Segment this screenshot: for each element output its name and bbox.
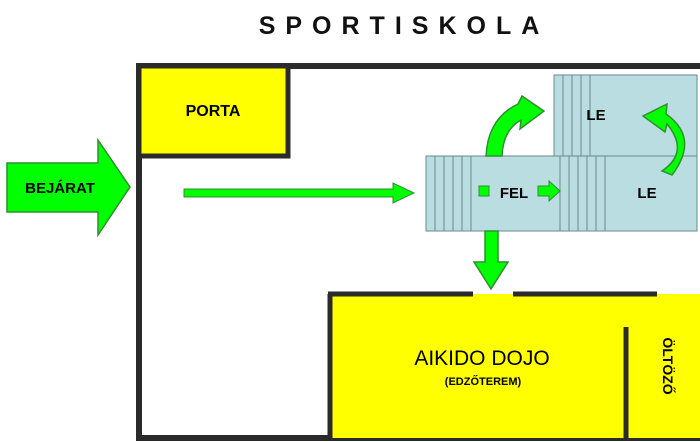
porta-room — [136, 63, 291, 159]
entrance-arrow — [6, 137, 131, 238]
stairs-lower — [425, 155, 698, 232]
porta-label: PORTA — [186, 103, 241, 120]
stairs-down-top-label: LE — [586, 107, 605, 124]
entrance-label: BEJÁRAT — [25, 180, 95, 197]
stairs-upper — [553, 74, 698, 158]
page-title: SPORTISKOLA — [258, 12, 550, 40]
stairs-dot — [478, 185, 490, 197]
dojo-room — [330, 294, 700, 438]
stairs-small-arrow — [537, 179, 561, 203]
dojo-sublabel: (EDZŐTEREM) — [445, 375, 522, 388]
dojo-label: AIKIDO DOJO — [414, 347, 549, 370]
stairs-up-label: FEL — [500, 185, 528, 202]
stairs-down-right-label: LE — [637, 185, 656, 202]
down-arrow-to-dojo — [472, 230, 510, 291]
curved-arrow-up — [485, 94, 546, 157]
curved-arrow-down — [641, 102, 686, 176]
corridor-arrow — [183, 182, 416, 204]
oltozo-label: ÖLTÖZŐ — [660, 337, 677, 394]
